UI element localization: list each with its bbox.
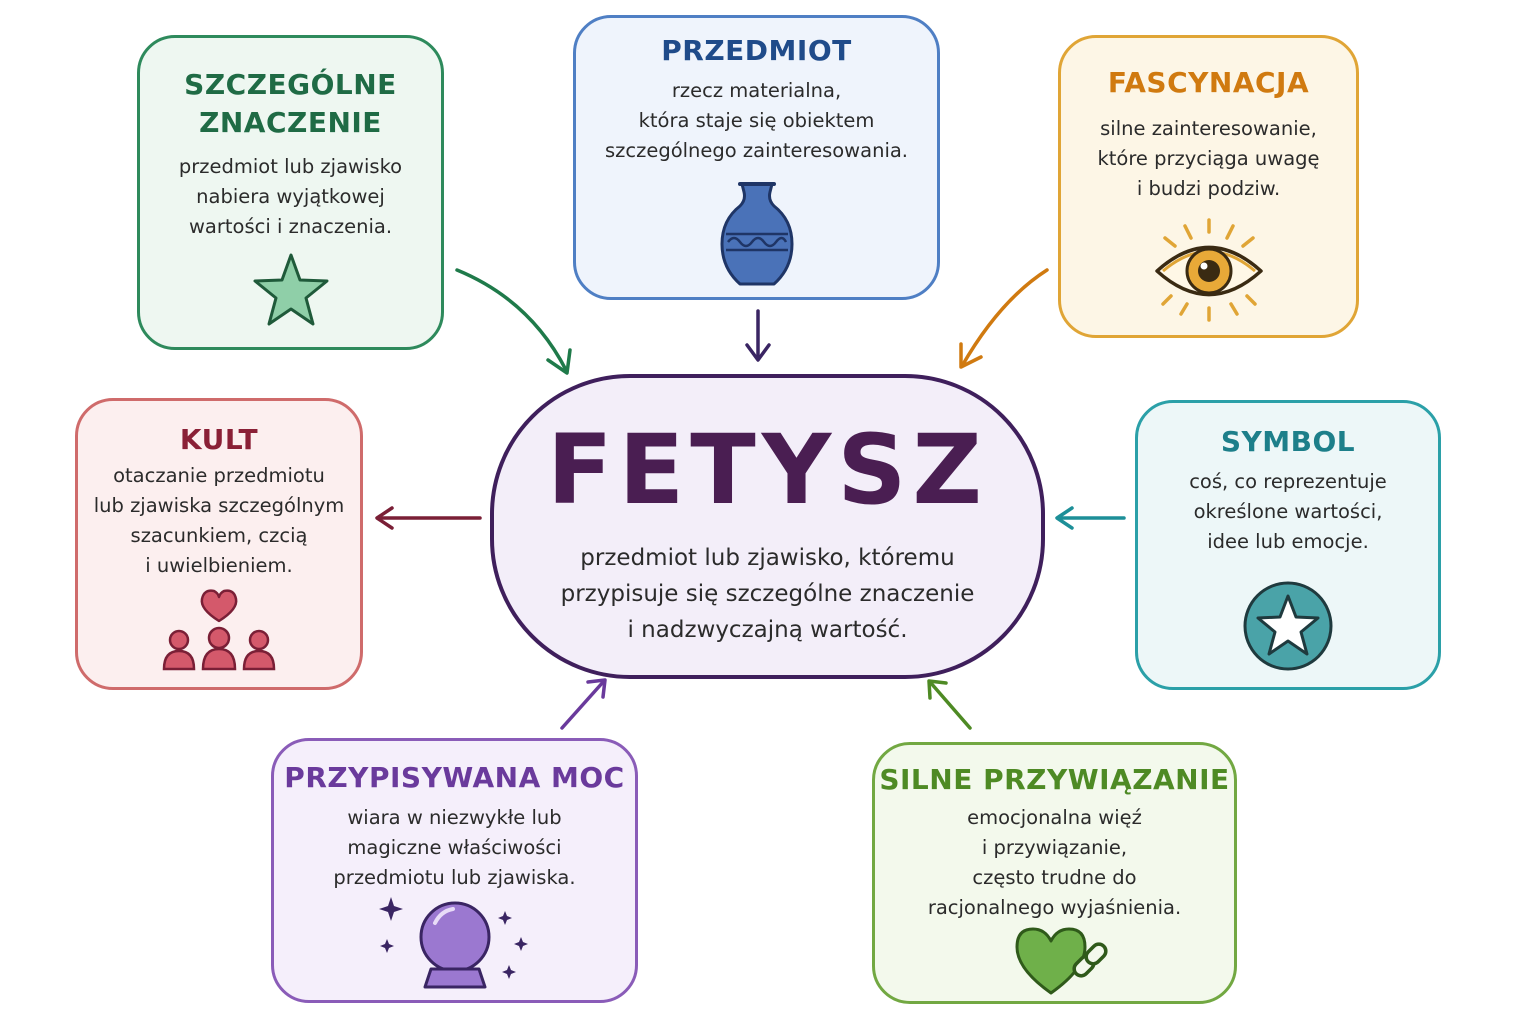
eye-icon xyxy=(1154,218,1263,322)
node-title: SZCZEGÓLNE ZNACZENIE xyxy=(184,68,397,139)
node-title: PRZEDMIOT xyxy=(661,34,852,67)
node-title: SYMBOL xyxy=(1220,425,1356,458)
node-silne-przywiazanie: SILNE PRZYWIĄZANIE emocjonalna więź i pr… xyxy=(872,742,1237,1004)
node-description: coś, co reprezentuje określone wartości,… xyxy=(1189,470,1387,553)
arrow-moc-to-center xyxy=(560,678,607,730)
heart-chain-icon xyxy=(1015,927,1108,995)
star-badge-icon xyxy=(1243,581,1333,671)
arrow-symbol-to-center xyxy=(1055,506,1126,530)
arrow-szczegolne-to-center xyxy=(455,268,572,375)
node-description: rzecz materialna, która staje się obiekt… xyxy=(604,79,909,162)
star-icon xyxy=(253,253,328,326)
central-description: przedmiot lub zjawisko, któremu przypisu… xyxy=(560,545,975,643)
arrow-przywiazanie-to-center xyxy=(927,679,972,730)
node-szczegolne-znaczenie: SZCZEGÓLNE ZNACZENIE przedmiot lub zjawi… xyxy=(137,35,444,350)
node-title: SILNE PRZYWIĄZANIE xyxy=(879,763,1230,796)
arrow-fascynacja-to-center xyxy=(959,268,1049,369)
node-przedmiot: PRZEDMIOT rzecz materialna, która staje … xyxy=(573,15,940,300)
node-title: PRZYPISYWANA MOC xyxy=(284,761,625,794)
people-heart-icon xyxy=(162,589,276,671)
crystal-ball-icon xyxy=(378,897,528,989)
node-description: przedmiot lub zjawisko nabiera wyjątkowe… xyxy=(178,155,403,238)
arrow-center-to-kult xyxy=(375,506,482,530)
node-title: FASCYNACJA xyxy=(1107,66,1310,99)
node-description: emocjonalna więź i przywiązanie, często … xyxy=(927,806,1182,919)
central-concept: FETYSZ przedmiot lub zjawisko, któremu p… xyxy=(490,374,1045,679)
vase-icon xyxy=(720,182,793,286)
central-title: FETYSZ xyxy=(547,414,988,526)
node-description: wiara w niezwykłe lub magiczne właściwoś… xyxy=(333,806,576,889)
node-kult: KULT otaczanie przedmiotu lub zjawiska s… xyxy=(75,398,363,690)
node-fascynacja: FASCYNACJA silne zainteresowanie, które … xyxy=(1058,35,1359,338)
node-description: otaczanie przedmiotu lub zjawiska szczeg… xyxy=(93,464,345,577)
node-przypisywana-moc: PRZYPISYWANA MOC wiara w niezwykłe lub m… xyxy=(271,738,638,1003)
node-symbol: SYMBOL coś, co reprezentuje określone wa… xyxy=(1135,400,1441,690)
node-description: silne zainteresowanie, które przyciąga u… xyxy=(1097,117,1320,200)
arrow-przedmiot-to-center xyxy=(745,309,771,362)
node-title: KULT xyxy=(179,423,259,456)
